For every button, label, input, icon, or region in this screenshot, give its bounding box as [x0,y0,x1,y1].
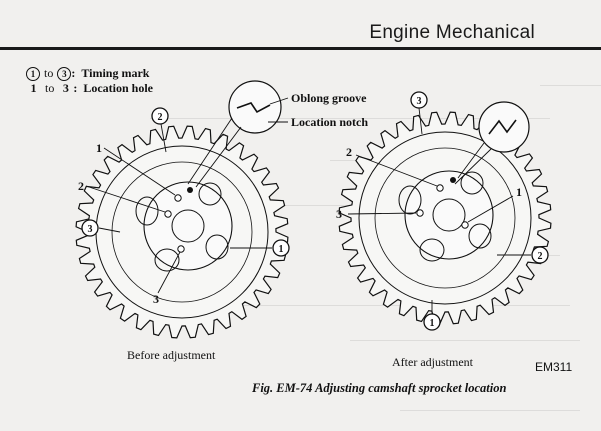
legend-circled-number: 3 [57,66,72,81]
timing-mark-label-before: 3 [88,224,93,235]
timing-mark-label-after: 2 [538,251,543,262]
magnifier-leader-before [195,126,242,188]
magnifier-leader-after [457,142,485,179]
sprocket-web-before [111,161,253,303]
magnifier-leader-before [187,117,233,185]
timing-mark-label-after: 3 [417,96,422,107]
legend-circled-number: 1 [26,66,40,81]
sprocket-after: 1 2 3 1 2 3 [336,91,552,331]
header-rule [0,47,601,50]
timing-mark-callout-after [410,91,428,109]
timing-mark-label-after: 1 [430,318,435,329]
legend-text: Timing mark [81,66,150,80]
location-hole-number-before: 3 [153,292,159,306]
leader-hole-3-after [347,212,417,215]
timing-mark-label-before: 2 [158,112,163,123]
label-location-notch: Location notch [291,115,368,129]
timing-mark-callout-before [151,107,169,125]
magnifier-leader-after [454,148,492,185]
figure-caption: Fig. EM-74 Adjusting camshaft sprocket l… [252,381,507,395]
legend-connector: to [44,66,54,80]
sprocket-rim-after [358,131,532,305]
leader-oblong-groove [269,97,289,105]
location-hole-before [177,245,185,253]
sprocket-hub-inner-after [432,198,466,232]
lightening-hole-before [198,182,222,206]
dowel-pin-before [187,187,193,193]
figure-id: EM311 [535,360,573,374]
leader-mark-2-before [160,123,167,153]
caption-after-adjustment: After adjustment [392,355,473,369]
legend-colon: : [73,81,78,95]
sprocket-hub-after [404,170,494,260]
lightening-hole-after [398,185,422,215]
location-hole-after [416,209,424,217]
sprocket-web-after [374,147,516,289]
legend-number: 3 [62,81,69,95]
location-hole-after [436,184,444,192]
location-hole-number-before: 1 [96,141,102,155]
location-hole-after [461,221,469,229]
location-hole-number-after: 3 [336,207,342,221]
leader-hole-1-after [467,195,514,223]
legend-connector: to [45,81,55,95]
legend-row-location-hole: 1 to 3 : Location hole [26,81,154,96]
lightening-hole-after [468,223,492,249]
leader-hole-3-before [157,251,181,294]
timing-mark-callout-after [423,313,441,331]
sprocket-hub-before [143,181,233,271]
timing-mark-callout-before [272,239,290,257]
legend-number: 1 [30,81,37,95]
legend: 1 to 3 : Timing mark 1 to 3 : Location h… [26,66,153,96]
leader-mark-3-before [98,227,121,233]
section-title: Engine Mechanical [369,22,535,43]
location-hole-number-before: 2 [78,179,84,193]
timing-mark-callout-after [531,246,549,264]
lightening-hole-after [419,238,445,262]
magnifier-before [228,80,282,134]
location-hole-before [174,194,182,202]
timing-mark-label-before: 1 [279,244,284,255]
location-hole-number-after: 1 [516,185,522,199]
oblong-groove-detail-after [488,119,517,135]
location-hole-number-after: 2 [346,145,352,159]
timing-mark-callout-before [81,219,99,237]
lightening-hole-before [154,248,180,272]
leader-hole-1-before [103,147,176,196]
label-oblong-groove: Oblong groove [291,91,367,105]
sprocket-before: 1 2 3 1 2 3 Oblong groove Location notch [75,80,368,339]
dowel-pin-after [450,177,456,183]
sprocket-hub-inner-before [171,209,205,243]
legend-row-timing-mark: 1 to 3 : Timing mark [26,66,153,81]
leader-mark-3-after [418,107,423,135]
legend-colon: : [71,66,76,80]
caption-before-adjustment: Before adjustment [127,348,216,362]
location-hole-before [164,210,172,218]
lightening-hole-before [205,234,229,260]
oblong-groove-detail-before [236,102,271,114]
leader-hole-2-before [85,185,166,213]
lightening-hole-before [135,196,159,226]
lightening-hole-after [460,171,484,195]
legend-text: Location hole [83,81,154,95]
leader-hole-2-after [355,154,438,187]
